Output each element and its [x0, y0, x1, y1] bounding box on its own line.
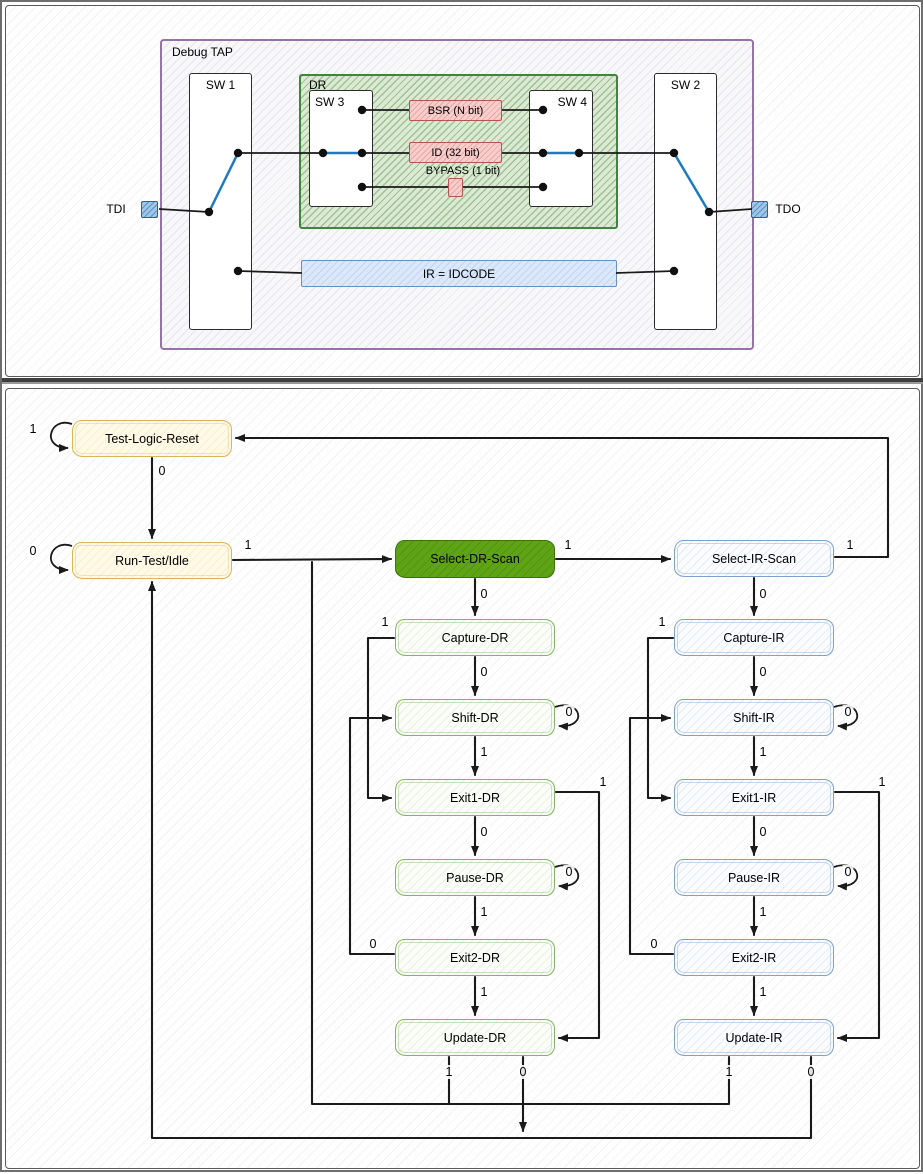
tdi-pad-icon — [141, 201, 158, 218]
sw4-label: SW 4 — [557, 95, 587, 109]
state-pause-ir: Pause-IR — [674, 859, 834, 896]
edge-label: 1 — [844, 538, 856, 552]
edge-label: 0 — [27, 544, 39, 558]
state-label: Exit1-DR — [449, 790, 500, 805]
edge-label: 1 — [478, 905, 490, 919]
edge-label: 0 — [757, 825, 769, 839]
edge-label: 0 — [757, 587, 769, 601]
state-capture-dr: Capture-DR — [395, 619, 555, 656]
register-id: ID (32 bit) — [409, 142, 502, 163]
edge-label: 1 — [757, 745, 769, 759]
state-label: Exit1-IR — [731, 790, 777, 805]
tdi-label: TDI — [106, 202, 126, 216]
state-label: Capture-DR — [441, 630, 509, 645]
state-label: Shift-IR — [733, 710, 775, 725]
state-pause-dr: Pause-DR — [395, 859, 555, 896]
tdo-pad-icon — [751, 201, 768, 218]
state-label: Test-Logic-Reset — [105, 431, 199, 446]
state-exit1-dr: Exit1-DR — [395, 779, 555, 816]
ir-label: IR = IDCODE — [422, 266, 496, 281]
edge-label: 1 — [656, 615, 668, 629]
edge-label: 0 — [478, 825, 490, 839]
edge-label: 0 — [478, 665, 490, 679]
edge-label: 1 — [242, 538, 254, 552]
edge-label: 0 — [367, 937, 379, 951]
dr-label: DR — [309, 78, 327, 92]
id-label: ID (32 bit) — [431, 146, 480, 159]
sw2-label: SW 2 — [670, 78, 701, 92]
edge-label: 1 — [757, 985, 769, 999]
bypass-label: BYPASS (1 bit) — [425, 165, 501, 177]
state-label: Run-Test/Idle — [115, 553, 189, 568]
edge-label: 1 — [597, 775, 609, 789]
edge-label: 0 — [563, 865, 575, 879]
edge-label: 1 — [876, 775, 888, 789]
state-exit2-ir: Exit2-IR — [674, 939, 834, 976]
register-bsr: BSR (N bit) — [409, 100, 502, 121]
edge-label: 1 — [443, 1065, 455, 1079]
switch-sw1: SW 1 — [189, 73, 252, 330]
state-label: Update-DR — [443, 1030, 507, 1045]
edge-label: 1 — [478, 745, 490, 759]
state-exit1-ir: Exit1-IR — [674, 779, 834, 816]
state-label: Capture-IR — [723, 630, 785, 645]
state-shift-ir: Shift-IR — [674, 699, 834, 736]
state-label: Pause-DR — [446, 870, 504, 885]
edge-label: 0 — [563, 705, 575, 719]
state-update-dr: Update-DR — [395, 1019, 555, 1056]
switch-sw2: SW 2 — [654, 73, 717, 330]
edge-label: 1 — [723, 1065, 735, 1079]
state-test-logic-reset: Test-Logic-Reset — [72, 420, 232, 457]
edge-label: 1 — [562, 538, 574, 552]
state-label: Shift-DR — [451, 710, 499, 725]
edge-label: 0 — [842, 705, 854, 719]
state-shift-dr: Shift-DR — [395, 699, 555, 736]
state-update-ir: Update-IR — [674, 1019, 834, 1056]
state-label: Select-DR-Scan — [430, 552, 520, 566]
state-label: Update-IR — [725, 1030, 783, 1045]
edge-label: 0 — [842, 865, 854, 879]
edge-label: 0 — [156, 464, 168, 478]
edge-label: 0 — [757, 665, 769, 679]
edge-label: 0 — [478, 587, 490, 601]
state-select-dr-scan: Select-DR-Scan — [395, 540, 555, 578]
state-select-ir-scan: Select-IR-Scan — [674, 540, 834, 577]
switch-sw3: SW 3 — [309, 90, 373, 207]
state-label: Pause-IR — [727, 870, 781, 885]
panel-divider — [2, 378, 923, 386]
sw1-label: SW 1 — [205, 78, 236, 92]
register-bypass — [448, 178, 463, 197]
edge-label: 1 — [27, 422, 39, 436]
edge-label: 0 — [648, 937, 660, 951]
switch-sw4: SW 4 — [529, 90, 593, 207]
edge-label: 1 — [379, 615, 391, 629]
edge-label: 1 — [757, 905, 769, 919]
edge-label: 0 — [805, 1065, 817, 1079]
edge-label: 0 — [517, 1065, 529, 1079]
edge-label: 1 — [478, 985, 490, 999]
state-label: Exit2-IR — [731, 950, 777, 965]
sw3-label: SW 3 — [315, 95, 345, 109]
state-capture-ir: Capture-IR — [674, 619, 834, 656]
debug-tap-title: Debug TAP — [172, 45, 233, 59]
state-label: Exit2-DR — [449, 950, 500, 965]
bsr-label: BSR (N bit) — [427, 104, 484, 117]
state-label: Select-IR-Scan — [711, 551, 797, 566]
state-exit2-dr: Exit2-DR — [395, 939, 555, 976]
state-run-test-idle: Run-Test/Idle — [72, 542, 232, 579]
tdo-label: TDO — [775, 202, 801, 216]
ir-register-box: IR = IDCODE — [301, 260, 617, 287]
